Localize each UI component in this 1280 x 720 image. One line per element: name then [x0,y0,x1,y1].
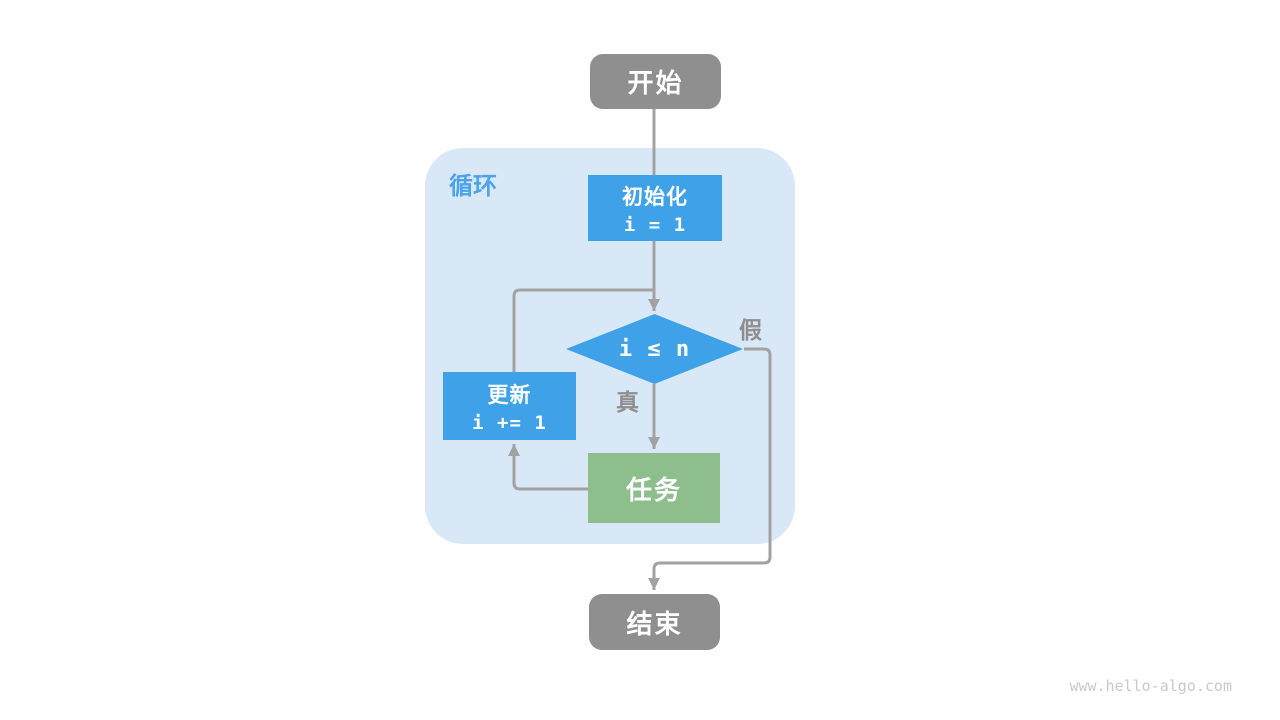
node-update-label: 更新 [487,383,532,407]
edge-update-to-condition-junction [512,288,653,372]
edge-condition-false-to-end [648,347,772,590]
node-task: 任务 [588,453,720,523]
node-init-label: 初始化 [622,185,688,209]
node-update-code: i += 1 [472,411,547,434]
node-condition-code: i ≤ n [618,336,691,362]
watermark: www.hello-algo.com [1069,677,1232,695]
node-start-label: 开始 [627,68,684,98]
node-task-label: 任务 [625,474,682,505]
loop-label: 循环 [449,173,497,200]
edge-label-false: 假 [739,317,762,343]
edge-label-true: 真 [616,389,639,415]
node-init: 初始化 i = 1 [588,175,722,241]
node-end-label: 结束 [626,608,683,639]
edge-task-to-update [508,444,588,491]
node-start: 开始 [590,54,721,109]
node-update: 更新 i += 1 [443,372,576,440]
node-end: 结束 [589,594,720,650]
node-init-code: i = 1 [623,213,687,236]
